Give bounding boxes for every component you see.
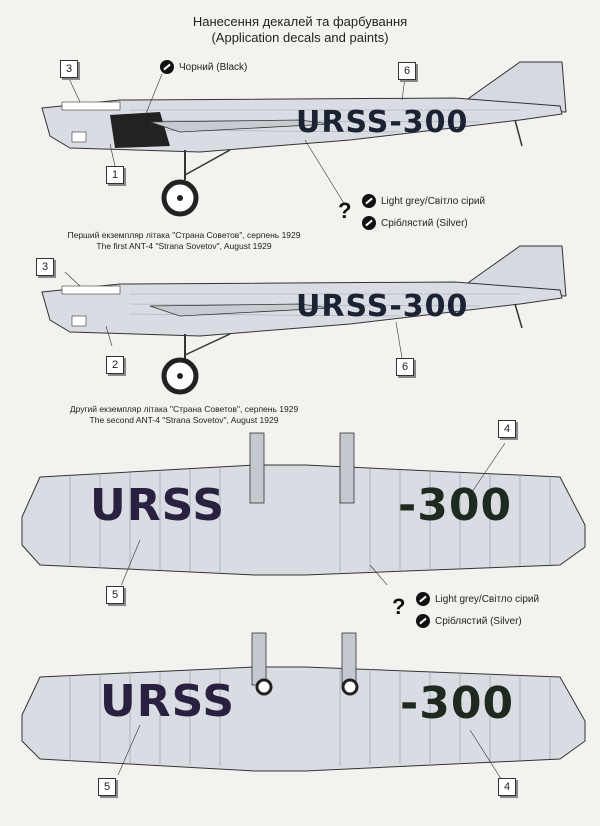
paint-icon [160,60,174,74]
caption-ua: Другий екземпляр літака "Страна Советов"… [69,404,299,414]
paint-icon [416,614,430,628]
caption-aircraft-2: Другий екземпляр літака "Страна Советов"… [54,404,314,426]
paint-icon [416,592,430,606]
wing-lower-drawing [21,632,586,785]
callout-5: 5 [98,778,116,796]
legend-black-label: Чорний (Black) [179,61,248,73]
callout-3: 3 [60,60,78,78]
callout-6: 6 [398,62,416,80]
registration-aircraft-2: URSS-300 [296,289,469,324]
callout-2: 2 [106,356,124,374]
callout-3: 3 [36,258,54,276]
question-mark: ? [338,198,352,223]
wing-lower-left-text: URSS [100,676,236,727]
wing-upper-left-text: URSS [90,480,226,531]
wing-upper-right-text: -300 [398,480,513,531]
legend-silver: Сріблястий (Silver) [416,614,522,628]
callout-5: 5 [106,586,124,604]
caption-ua: Перший екземпляр літака "Страна Советов"… [67,230,301,240]
paint-icon [362,216,376,230]
callout-1: 1 [106,166,124,184]
callout-6: 6 [396,358,414,376]
wing-lower-right-text: -300 [400,678,515,729]
black-panel [110,112,170,148]
legend-light-grey-label: Light grey/Світло сірий [381,195,486,207]
legend-light-grey: Light grey/Світло сірий [416,592,539,606]
caption-aircraft-1: Перший екземпляр літака "Страна Советов"… [54,230,314,252]
legend-black: Чорний (Black) [160,60,247,74]
legend-silver-label: Сріблястий (Silver) [381,217,468,229]
callout-4: 4 [498,420,516,438]
question-mark: ? [392,594,406,619]
page-subtitle: (Application decals and paints) [211,30,389,45]
page-title: Нанесення декалей та фарбування [192,14,408,29]
legend-silver-label: Сріблястий (Silver) [435,615,522,627]
registration-aircraft-1: URSS-300 [296,105,469,140]
caption-en: The first ANT-4 "Strana Sovetov", August… [96,241,272,251]
legend-light-grey-label: Light grey/Світло сірий [435,593,540,605]
callout-4: 4 [498,778,516,796]
aircraft-2-drawing [41,245,567,395]
wing-upper-drawing [21,432,586,585]
legend-light-grey: Light grey/Світло сірий [362,194,485,208]
aircraft-1-drawing [41,61,567,217]
legend-silver: Сріблястий (Silver) [362,216,468,230]
caption-en: The second ANT-4 "Strana Sovetov", Augus… [89,415,279,425]
paint-icon [362,194,376,208]
